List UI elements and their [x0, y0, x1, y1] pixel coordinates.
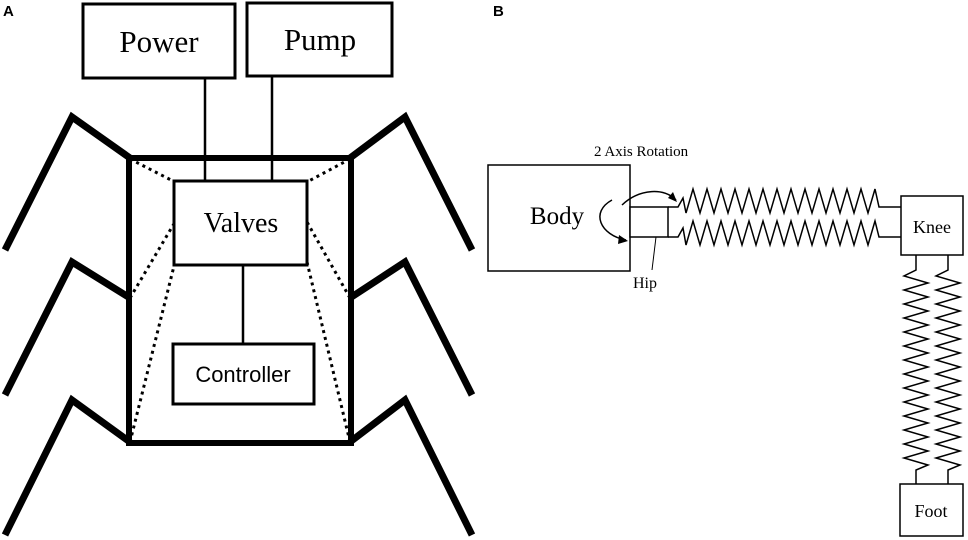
hip-label: Hip: [633, 275, 657, 292]
foot-box: [899, 483, 964, 537]
leg-right-bottom: [347, 394, 476, 537]
hip-joint: [629, 206, 669, 238]
power-label: Power: [119, 24, 199, 59]
body-box: [487, 164, 631, 272]
leg-left-top: [1, 111, 133, 252]
pump-box: [245, 1, 394, 78]
shank-rail-left: [901, 255, 931, 484]
rotation-arrows: [599, 190, 677, 244]
leg-left-bottom: [1, 394, 133, 537]
hip-leader: [651, 236, 657, 271]
controller-label: Controller: [195, 362, 290, 387]
rotation-arrowhead-upper: [668, 192, 677, 202]
leg-right-top: [347, 111, 476, 252]
knee-box: [900, 195, 964, 256]
thigh-rail-lower: [668, 218, 902, 248]
shank-actuator: [901, 255, 963, 484]
panel-a-label: A: [3, 3, 14, 20]
body-label: Body: [530, 203, 585, 230]
pump-label: Pump: [284, 22, 356, 57]
thigh-actuator: [668, 186, 902, 248]
pneumatic-tubes: [128, 157, 352, 443]
foot-label: Foot: [914, 501, 947, 521]
rotation-arrowhead-lower: [618, 235, 628, 244]
rotation-label: 2 Axis Rotation: [594, 144, 689, 160]
shank-rail-right: [933, 255, 963, 484]
tube-right-bottom: [305, 261, 352, 443]
panel-b-label: B: [493, 3, 504, 20]
leg-right-middle: [348, 256, 476, 397]
valves-label: Valves: [204, 208, 279, 239]
tube-left-bottom: [128, 261, 177, 443]
valves-box: [172, 179, 309, 267]
knee-label: Knee: [913, 217, 951, 237]
tube-right-top: [306, 157, 351, 184]
tube-left-middle: [128, 221, 177, 299]
tube-left-top: [129, 157, 176, 184]
robot-legs: [1, 111, 476, 537]
thigh-rail-upper: [668, 186, 902, 216]
robot-body-frame: [126, 155, 354, 446]
connectors: [203, 76, 274, 345]
leg-left-middle: [1, 257, 132, 397]
power-box: [81, 2, 237, 80]
tube-right-middle: [305, 221, 352, 299]
controller-box: [171, 342, 316, 406]
